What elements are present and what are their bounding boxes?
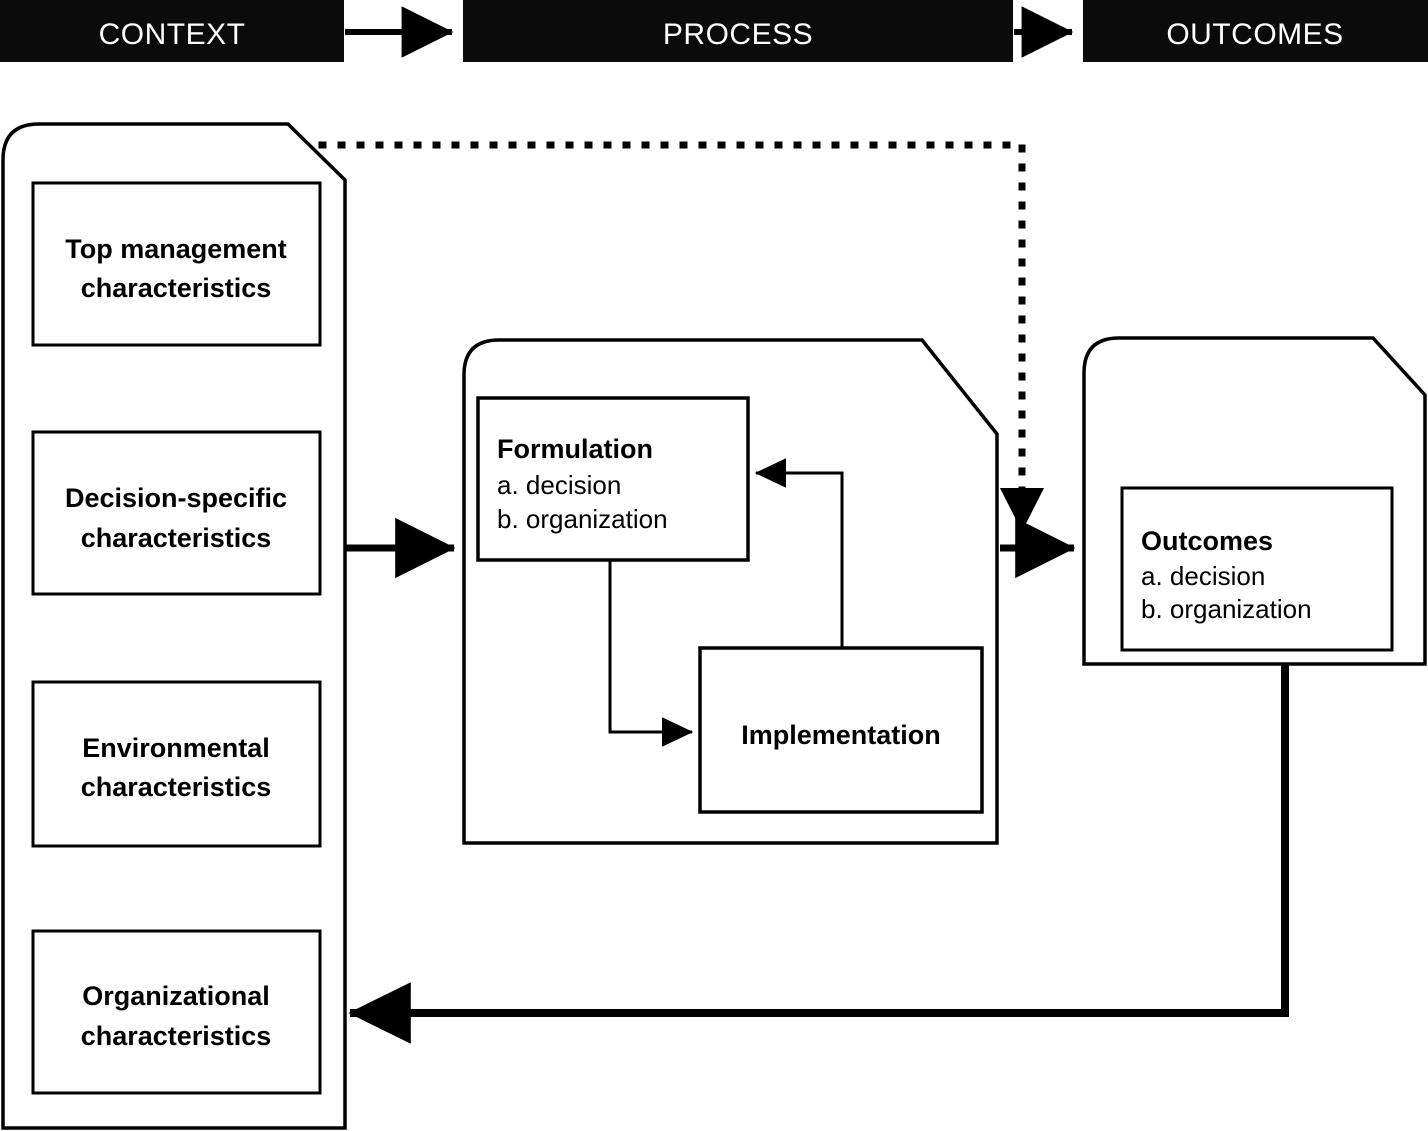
context-container — [1, 122, 347, 1130]
process-box-formulation: Formulation a. decision b. organization — [476, 396, 750, 562]
context-box-decision-specific-line2: characteristics — [81, 523, 272, 553]
context-to-outcomes-dotted-arrow — [318, 141, 1045, 534]
header-band-process-rect — [463, 0, 1013, 62]
process-box-formulation-rect — [476, 396, 750, 562]
context-box-top-management-rect — [31, 181, 322, 347]
header-band-outcomes: OUTCOMES — [1083, 0, 1428, 62]
context-box-organizational: Organizational characteristics — [31, 929, 322, 1095]
header-band-process: PROCESS — [463, 0, 1013, 62]
header-band-outcomes-label: OUTCOMES — [1166, 18, 1343, 51]
process-container-outline — [462, 338, 999, 845]
outcomes-container — [1082, 336, 1427, 666]
process-box-implementation: Implementation — [698, 646, 984, 814]
context-box-environmental-rect — [31, 680, 322, 848]
context-box-organizational-rect — [31, 929, 322, 1095]
process-box-formulation-item-1: b. organization — [497, 504, 668, 534]
header-band-context-label: CONTEXT — [99, 18, 246, 51]
context-box-environmental-line1: Environmental — [82, 733, 270, 763]
outcomes-box-item-1: b. organization — [1141, 594, 1312, 624]
header-band-process-label: PROCESS — [663, 18, 813, 51]
context-container-outline — [1, 122, 347, 1130]
context-box-environmental-line2: characteristics — [81, 772, 272, 802]
context-box-top-management-line1: Top management — [65, 234, 287, 264]
outcomes-to-context-feedback-arrow — [348, 665, 1289, 1044]
process-box-implementation-title: Implementation — [741, 720, 941, 750]
context-box-decision-specific-line1: Decision-specific — [65, 483, 287, 513]
implementation-to-formulation-path — [754, 458, 844, 647]
context-box-environmental: Environmental characteristics — [31, 680, 322, 848]
header-band-context-rect — [0, 0, 344, 62]
context-box-organizational-line1: Organizational — [82, 981, 270, 1011]
context-to-outcomes-dotted-path — [318, 141, 1045, 534]
outcomes-container-outline — [1082, 336, 1427, 666]
context-box-decision-specific: Decision-specific characteristics — [31, 430, 322, 596]
formulation-to-implementation-path — [608, 561, 694, 747]
outcomes-box-title: Outcomes — [1141, 526, 1273, 556]
context-box-decision-specific-rect — [31, 430, 322, 596]
implementation-to-formulation-arrow — [754, 458, 844, 647]
process-container — [462, 338, 999, 845]
header-band-context: CONTEXT — [0, 0, 344, 62]
outcomes-box-rect — [1120, 486, 1394, 652]
formulation-to-implementation-arrow — [608, 561, 694, 747]
header-band-outcomes-rect — [1083, 0, 1428, 62]
context-box-top-management: Top management characteristics — [31, 181, 322, 347]
process-box-implementation-rect — [698, 646, 984, 814]
context-box-top-management-line2: characteristics — [81, 273, 272, 303]
outcomes-box-item-0: a. decision — [1141, 561, 1265, 591]
process-box-formulation-title: Formulation — [497, 434, 653, 464]
context-box-organizational-line2: characteristics — [81, 1021, 272, 1051]
outcomes-to-context-feedback-path — [348, 665, 1289, 1044]
outcomes-box: Outcomes a. decision b. organization — [1120, 486, 1394, 652]
process-box-formulation-item-0: a. decision — [497, 470, 621, 500]
